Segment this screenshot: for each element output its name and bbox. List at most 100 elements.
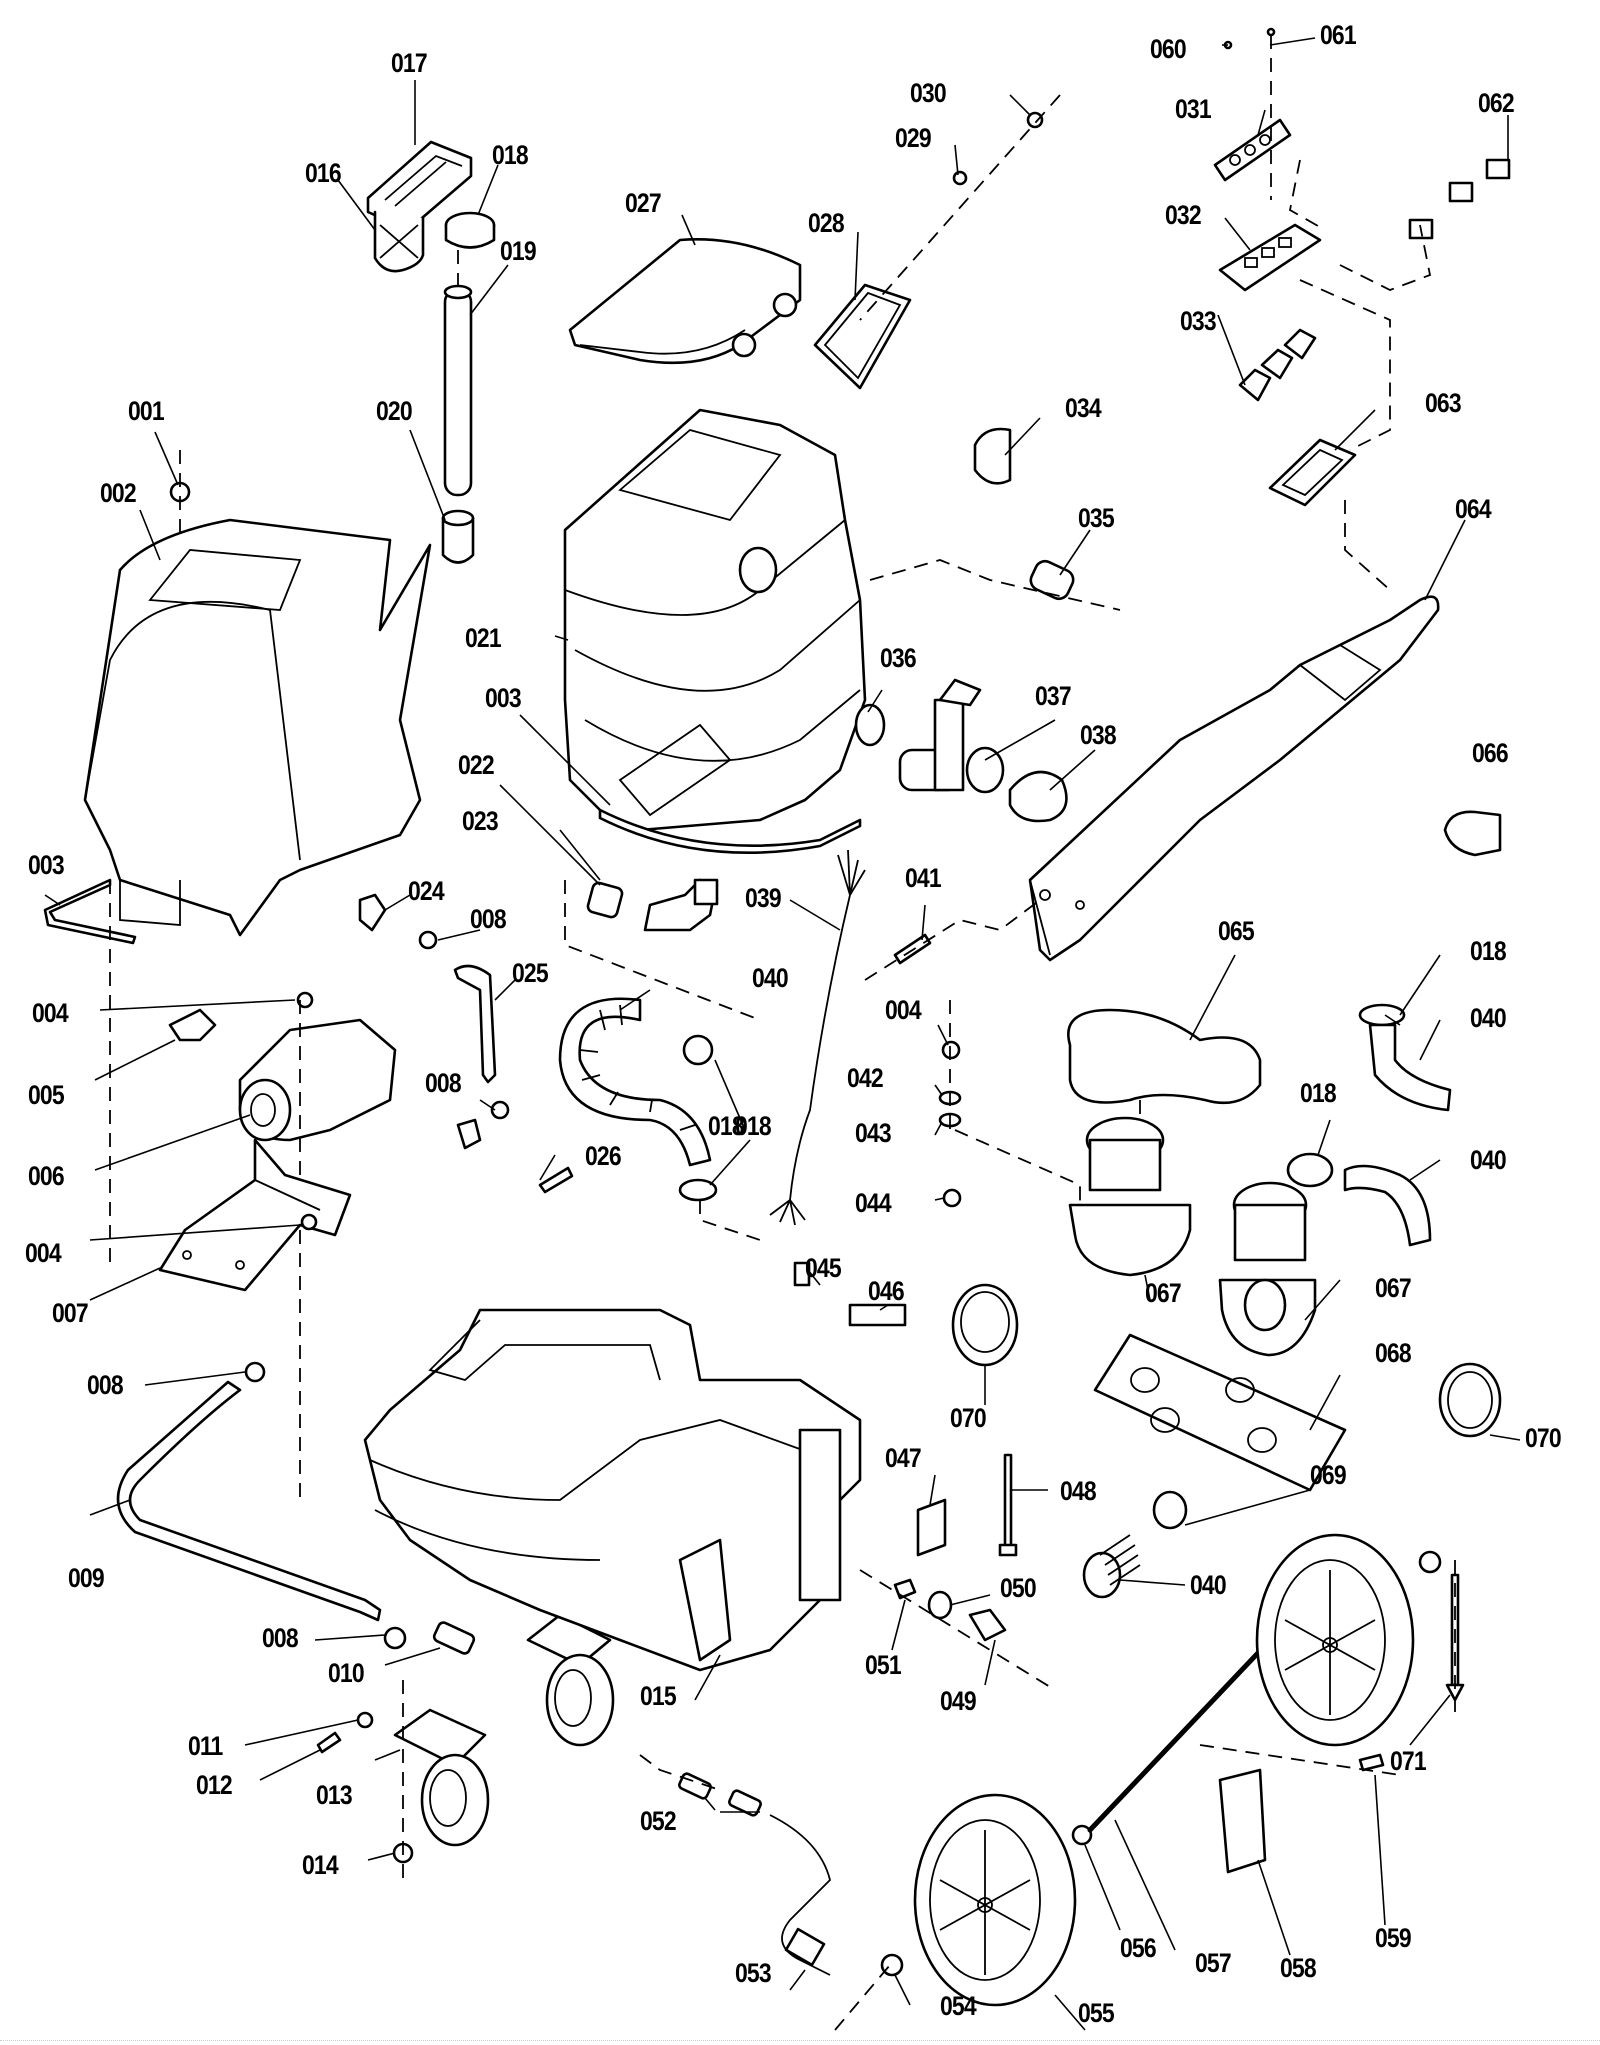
callout-047: 047 [885, 1443, 922, 1473]
part-009-solution-hose [116, 1380, 382, 1622]
callout-060: 060 [1150, 34, 1187, 64]
part-024-elbow [358, 893, 387, 932]
callout-014: 014 [302, 1850, 339, 1880]
part-026-screw [538, 1166, 574, 1194]
callout-018-c: 018 [1470, 936, 1507, 966]
callout-021: 021 [465, 623, 502, 653]
part-063-panel-gasket [1268, 438, 1357, 507]
part-021-recovery-tank [563, 408, 867, 832]
part-005-elbow [168, 1008, 217, 1042]
part-059-screw [1358, 1753, 1385, 1772]
callout-034: 034 [1065, 393, 1102, 423]
callout-018: 018 [492, 140, 529, 170]
part-036-gasket [854, 703, 886, 747]
part-010-quick-connect [432, 1621, 476, 1655]
part-017-filter-cap [366, 140, 473, 232]
callout-015: 015 [640, 1681, 677, 1711]
part-004-nut-b [300, 1213, 318, 1231]
part-066-cord-hook [1443, 810, 1502, 857]
callout-018-a: 018 [708, 1111, 745, 1141]
callout-070-a: 070 [950, 1403, 987, 1433]
callout-033: 033 [1180, 306, 1217, 336]
part-048-bolt [998, 1453, 1018, 1557]
callout-066: 066 [1472, 738, 1509, 768]
callout-054: 054 [940, 1991, 977, 2021]
callout-071: 071 [1390, 1746, 1427, 1776]
callout-055: 055 [1078, 1998, 1115, 2028]
callout-022: 022 [458, 750, 495, 780]
callout-008-c: 008 [87, 1370, 124, 1400]
callout-009: 009 [68, 1563, 105, 1593]
callout-008-b: 008 [425, 1068, 462, 1098]
callout-006: 006 [28, 1161, 65, 1191]
part-030-nut [1026, 111, 1044, 129]
callout-002: 002 [100, 478, 137, 508]
part-040-hose-lower [1082, 1534, 1141, 1599]
part-055-wheel [913, 1793, 1077, 2007]
callout-016: 016 [305, 158, 342, 188]
part-008-clamp-b [490, 1100, 510, 1120]
part-020-adapter [441, 509, 475, 564]
part-054-hub-cap [880, 1953, 904, 1977]
callout-026: 026 [585, 1141, 622, 1171]
part-065-motor-gasket [1067, 1008, 1262, 1105]
callout-062: 062 [1478, 88, 1515, 118]
part-013-caster-front [393, 1708, 490, 1847]
part-067-vacuum-motor-b [1218, 1181, 1317, 1357]
part-018-clamp-right-b [1286, 1152, 1334, 1188]
callout-050: 050 [1000, 1573, 1037, 1603]
part-018-clamp-top [444, 211, 496, 249]
part-018-clamp-mid-a [682, 1034, 714, 1066]
callout-041: 041 [905, 863, 942, 893]
part-053-power-cord [769, 1814, 831, 1976]
part-071-wheel-right [1255, 1533, 1415, 1747]
callout-063: 063 [1425, 388, 1462, 418]
part-058-bracket [1218, 1768, 1267, 1874]
callout-008-a: 008 [470, 904, 507, 934]
part-003-gasket-tank [598, 808, 862, 855]
part-006-pump-motor [238, 1018, 397, 1142]
callout-048: 048 [1060, 1476, 1097, 1506]
part-013-caster-rear [526, 1613, 615, 1747]
part-040-hose-right-b [1343, 1164, 1432, 1247]
part-061-screw [1266, 27, 1276, 37]
part-039-wire-terminals [769, 849, 866, 1226]
callout-046: 046 [868, 1276, 905, 1306]
part-002-front-housing [83, 518, 432, 937]
callout-064: 064 [1455, 494, 1492, 524]
callout-045: 045 [805, 1253, 842, 1283]
part-007-bracket [158, 1138, 352, 1292]
callout-018-b: 018 [735, 1111, 772, 1141]
part-068-motor-plate [1093, 1333, 1347, 1492]
part-038-valve-cap [1008, 770, 1068, 823]
callout-051: 051 [865, 1650, 902, 1680]
part-047-label [916, 1498, 947, 1557]
callout-036: 036 [880, 643, 917, 673]
callout-023: 023 [462, 806, 499, 836]
callout-001: 001 [128, 396, 165, 426]
callout-070-b: 070 [1525, 1423, 1562, 1453]
part-008-clamp-d [383, 1626, 407, 1650]
part-064-handle [1028, 595, 1440, 962]
part-071-washer [1418, 1550, 1442, 1574]
part-070-ring-right [1438, 1362, 1502, 1438]
part-039-wire-harness [789, 894, 851, 1201]
callout-059: 059 [1375, 1923, 1412, 1953]
callout-004-c: 004 [885, 995, 922, 1025]
part-029-screw [952, 170, 968, 186]
bottom-border [0, 2040, 1600, 2042]
leader-lines [44, 37, 1521, 2031]
part-025-hose [453, 964, 497, 1084]
callout-043: 043 [855, 1118, 892, 1148]
part-052-strain-relief [678, 1772, 762, 1817]
part-015-base-tank [363, 1308, 862, 1672]
part-035-hose-barb [1029, 559, 1075, 601]
part-008-clamp-a [418, 930, 438, 950]
part-057-axle [1087, 1632, 1278, 1833]
part-027-tank-lid [568, 238, 802, 365]
callout-067-b: 067 [1375, 1273, 1412, 1303]
callout-031: 031 [1175, 94, 1212, 124]
part-018-clamp-right-a [1358, 1003, 1406, 1027]
